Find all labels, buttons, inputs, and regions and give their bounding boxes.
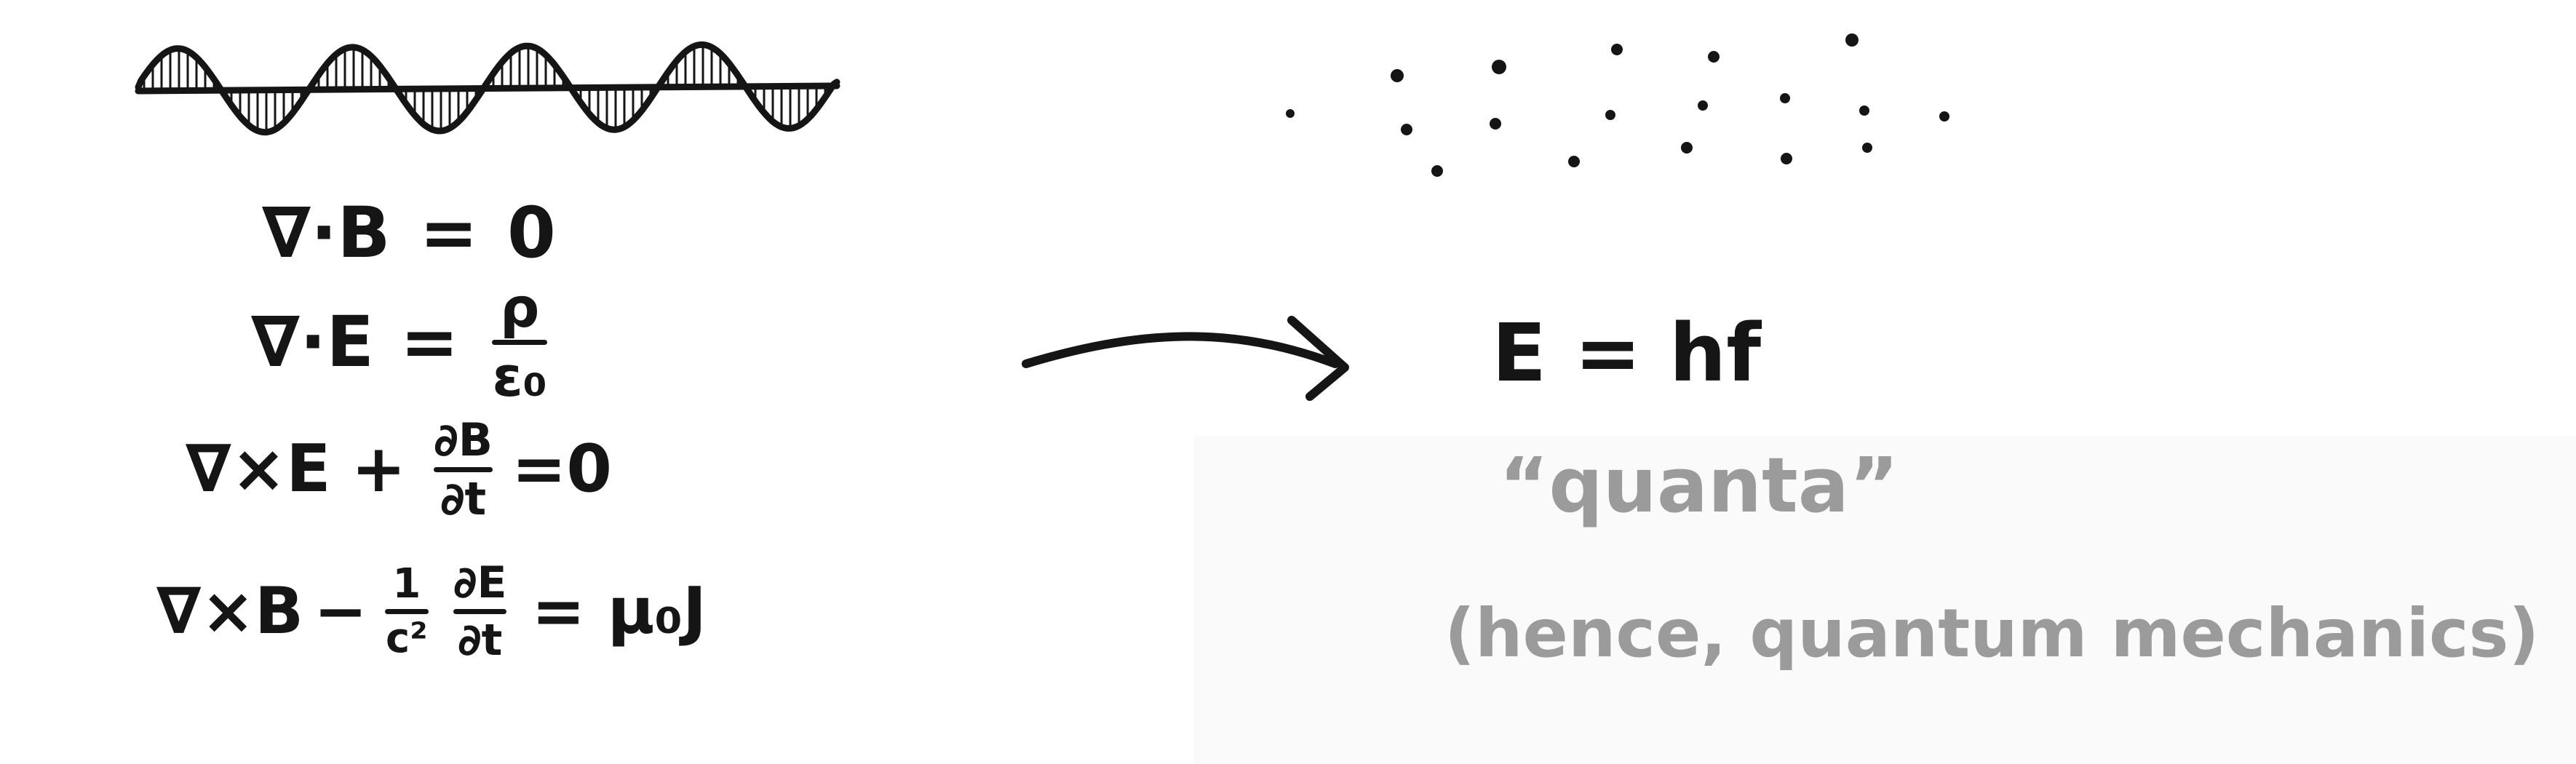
eq1-lhs: ∇·B [262,192,391,274]
eq4-fraction-bar-1 [384,608,429,614]
eq3-numerator: ∂B [434,413,493,466]
eq1-op: = [419,192,478,274]
eq4-lhs: ∇×B [156,573,304,648]
eq2-fraction-bar [492,339,547,345]
eq4-minus: − [314,573,367,648]
eq4-numerator-1: 1 [392,560,421,608]
quantum-mechanics-note: (hence, quantum mechanics) [1444,594,2540,672]
eq4-fraction-1: 1 c² [384,560,429,662]
quanta-label: “quanta” [1499,441,1899,530]
energy-equation: E = hf [1492,306,1762,399]
photon-dot [1708,51,1720,63]
photon-dot [1611,44,1623,55]
eq2-numerator: ρ [499,274,540,340]
photon-dot [1431,165,1443,177]
photon-dot [1490,118,1501,130]
photon-dot [1681,142,1693,154]
photon-dots [1286,33,1949,177]
wave-curve [135,41,840,136]
eq2-lhs: ∇·E [251,301,374,383]
eq4-fraction-bar-2 [453,608,507,614]
eq3-fraction-bar [434,466,493,472]
eq4-numerator-2: ∂E [453,557,507,608]
photon-dot [1286,109,1295,118]
maxwell-eq-faraday: ∇×E + ∂B ∂t =0 [186,407,612,531]
eq4-denominator-2: ∂t [458,614,503,666]
photon-dot [1401,124,1412,135]
photon-dot [1859,106,1869,116]
eq4-denominator-1: c² [385,614,428,662]
arrow-shaft [1022,332,1340,368]
photon-dot [1862,143,1872,153]
eq3-fraction: ∂B ∂t [434,413,493,525]
photon-dot [1780,93,1790,103]
wave-hatching [143,44,827,132]
photon-dot [1605,110,1615,120]
eq2-fraction: ρ ε₀ [492,274,547,409]
eq4-fraction-2: ∂E ∂t [453,561,507,662]
photon-dot [1492,60,1506,74]
photon-dot [1781,153,1792,164]
maxwell-eq-gauss-magnetism: ∇·B = 0 [262,186,556,280]
photon-dot [1391,69,1404,82]
maxwell-eq-ampere: ∇×B − 1 c² ∂E ∂t = μ₀J [156,542,707,680]
photon-dot [1698,100,1708,111]
eq3-denominator: ∂t [440,471,487,525]
eq2-op: = [399,301,459,383]
photon-dot [1568,156,1580,167]
eq3-rhs: =0 [512,431,613,507]
arrow-head [1287,316,1349,401]
background-shade [1193,437,2576,764]
eq3-lhs: ∇×E [186,431,331,507]
maxwell-eq-gauss-law: ∇·E = ρ ε₀ [251,274,554,409]
wave-group [135,41,840,136]
eq2-denominator: ε₀ [492,343,547,409]
photon-dot [1845,33,1859,47]
eq3-plus: + [351,431,407,507]
eq4-rhs: = μ₀J [531,573,707,648]
photon-dot [1939,111,1949,122]
eq1-rhs: 0 [506,192,556,274]
